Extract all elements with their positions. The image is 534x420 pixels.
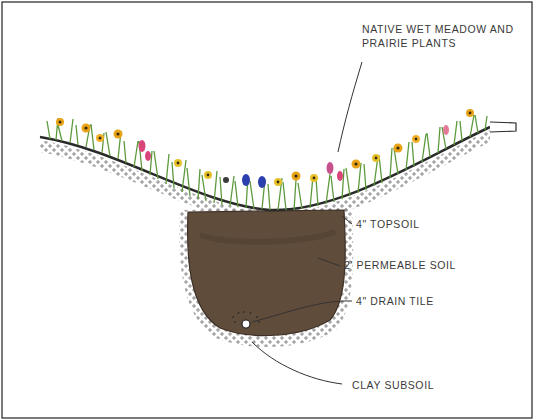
permeable-soil	[188, 210, 346, 336]
callout-label: NATIVE WET MEADOW AND PRAIRIE PLANTS	[362, 22, 522, 50]
callout-label: 4" DRAIN TILE	[356, 294, 516, 308]
leader-lines	[252, 62, 362, 384]
callout-label: 4" TOPSOIL	[356, 217, 516, 231]
callout-label: 2' PERMEABLE SOIL	[344, 258, 514, 272]
pit-hatch	[179, 208, 353, 347]
callout-label: CLAY SUBSOIL	[352, 378, 512, 392]
drain-tile	[232, 311, 260, 328]
grass	[47, 115, 487, 210]
outlet-pipe	[490, 122, 516, 132]
flowers	[56, 109, 474, 188]
